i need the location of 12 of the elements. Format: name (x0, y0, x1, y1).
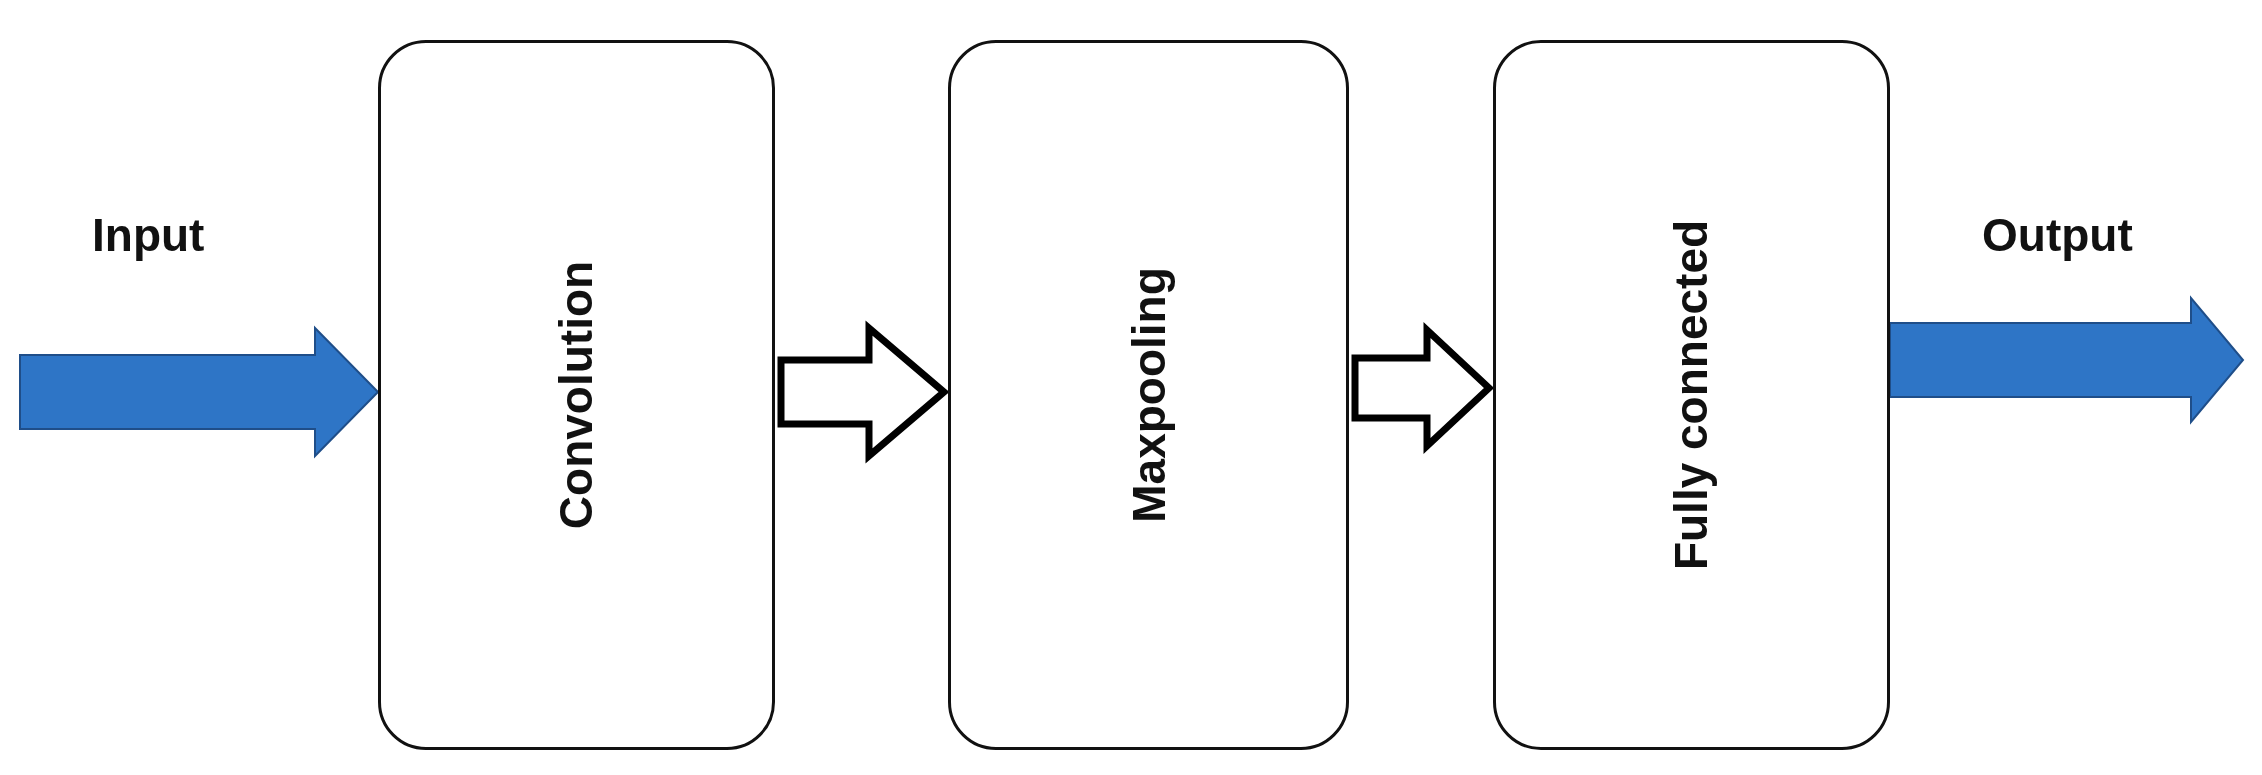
process-box (948, 40, 1349, 750)
box-label: Convolution (549, 260, 604, 530)
block-arrow (1351, 321, 1495, 455)
block-arrow (1889, 295, 2245, 425)
box-label: Fully connected (1664, 219, 1719, 571)
process-box (1493, 40, 1890, 750)
block-arrow (19, 325, 380, 459)
io-label: Output (1982, 208, 2133, 262)
io-label: Input (92, 208, 205, 262)
block-arrow (777, 320, 950, 464)
box-label: Maxpooling (1121, 267, 1176, 523)
process-box (378, 40, 775, 750)
